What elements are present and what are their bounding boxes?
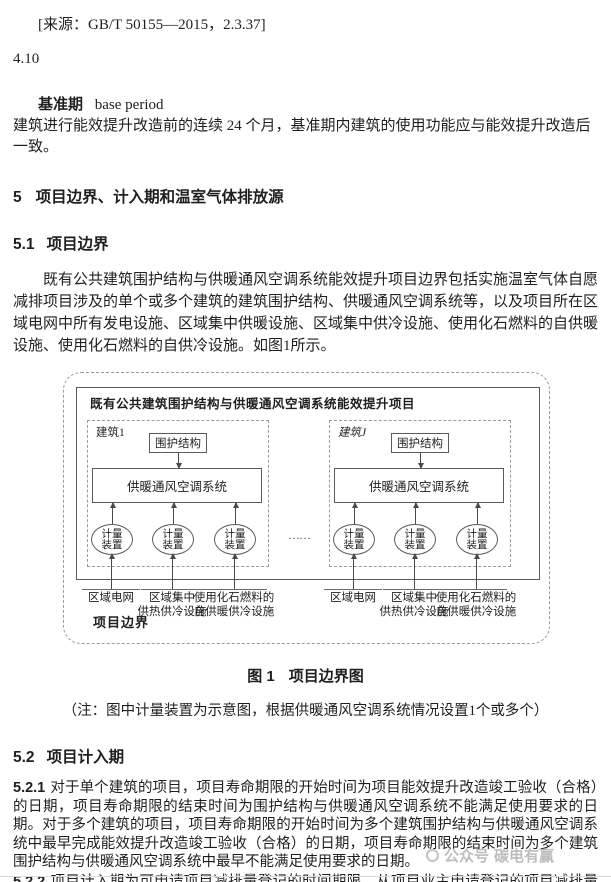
source-bar bbox=[324, 589, 382, 590]
arrow-down-connector bbox=[417, 453, 424, 469]
building-j-label: 建筑J bbox=[338, 427, 367, 439]
section-5-1-title: 项目边界 bbox=[46, 236, 109, 253]
source-feed-arrow bbox=[473, 553, 480, 589]
meter-device-label: 计量装置 bbox=[343, 528, 365, 551]
clause-5-2-1-text: 对于单个建筑的项目，项目寿命期限的开始时间为项目能效提升改造竣工验收（合格）的日… bbox=[13, 780, 598, 870]
project-boundary-diagram: 既有公共建筑围护结构与供暖通风空调系统能效提升项目 建筑1 围护结构 供暖通风空… bbox=[63, 372, 550, 644]
term-source-reference: [来源：GB/T 50155—2015，2.3.37] bbox=[38, 17, 266, 33]
project-boundary-dashed-outline bbox=[63, 372, 550, 644]
buildings-ellipsis: …… bbox=[288, 528, 311, 542]
meter-device-label: 计量装置 bbox=[466, 528, 488, 551]
section-5-title: 项目边界、计入期和温室气体排放源 bbox=[35, 189, 284, 206]
arrow-up-connector bbox=[232, 502, 239, 524]
source-label-fossil: 使用化石燃料的 自供暖供冷设施 bbox=[193, 592, 275, 618]
building-j-hvac-box: 供暖通风空调系统 bbox=[334, 468, 504, 503]
arrow-down-connector bbox=[175, 453, 182, 469]
source-bar bbox=[203, 589, 267, 590]
source-feed-arrow bbox=[108, 553, 115, 589]
section-5-1-heading: 5.1 项目边界 bbox=[13, 232, 611, 254]
building-j-envelope-box: 围护结构 bbox=[391, 433, 449, 453]
source-bar bbox=[383, 589, 445, 590]
section-5-heading: 5 项目边界、计入期和温室气体排放源 bbox=[13, 185, 611, 207]
arrow-up-connector bbox=[351, 502, 358, 524]
project-box-title: 既有公共建筑围护结构与供暖通风空调系统能效提升项目 bbox=[90, 397, 416, 411]
source-bar bbox=[445, 589, 507, 590]
clause-5-2-1-number: 5.2.1 bbox=[13, 780, 46, 796]
clause-5-2-2-paragraph: 5.2.2 项目计入期为可申请项目减排量登记的时间期限，从项目业主申请登记的项目减… bbox=[13, 873, 598, 882]
meter-device-label: 计量装置 bbox=[224, 528, 246, 551]
source-bar bbox=[82, 589, 140, 590]
source-feed-arrow bbox=[411, 553, 418, 589]
source-feed-arrow bbox=[169, 553, 176, 589]
source-label-grid: 区域电网 bbox=[88, 592, 134, 604]
building-1-envelope-box: 围护结构 bbox=[149, 433, 207, 453]
page-bottom-divider bbox=[0, 876, 611, 877]
meter-device-ellipse: 计量装置 bbox=[91, 524, 133, 555]
project-boundary-paragraph: 既有公共建筑围护结构与供暖通风空调系统能效提升项目边界包括实施温室气体自愿减排项… bbox=[13, 272, 599, 354]
arrow-up-connector bbox=[412, 502, 419, 524]
section-5-number: 5 bbox=[13, 189, 22, 206]
source-bar bbox=[141, 589, 203, 590]
clause-5-2-2-text: 项目计入期为可申请项目减排量登记的时间期限，从项目业主申请登记的项目减排量的产生… bbox=[50, 873, 598, 882]
section-5-2-number: 5.2 bbox=[13, 749, 35, 766]
meter-device-ellipse: 计量装置 bbox=[152, 524, 194, 555]
figure-title: 项目边界图 bbox=[288, 668, 364, 685]
figure-number: 图 1 bbox=[247, 668, 275, 685]
arrow-up-connector bbox=[474, 502, 481, 524]
meter-device-label: 计量装置 bbox=[404, 528, 426, 551]
term-entry: 基准期 base period bbox=[38, 93, 611, 114]
meter-device-ellipse: 计量装置 bbox=[394, 524, 436, 555]
project-solid-box bbox=[76, 387, 540, 580]
term-clause-number: 4.10 bbox=[13, 51, 40, 67]
source-feed-arrow bbox=[231, 553, 238, 589]
clause-5-2-2-number: 5.2.2 bbox=[13, 873, 46, 882]
building-1-box: 建筑1 围护结构 供暖通风空调系统 计量装置 计量装置 计量装置 bbox=[87, 420, 269, 567]
section-5-2-title: 项目计入期 bbox=[46, 749, 125, 766]
source-label-district: 区域集中 供热供冷设施 bbox=[379, 592, 449, 618]
arrow-up-connector bbox=[109, 502, 116, 524]
meter-device-ellipse: 计量装置 bbox=[214, 524, 256, 555]
building-j-box: 建筑J 围护结构 供暖通风空调系统 计量装置 计量装置 计量装置 bbox=[329, 420, 511, 567]
source-label-district: 区域集中 供热供冷设施 bbox=[137, 592, 207, 618]
arrow-up-connector bbox=[170, 502, 177, 524]
building-1-hvac-box: 供暖通风空调系统 bbox=[92, 468, 262, 503]
section-5-1-number: 5.1 bbox=[13, 236, 35, 253]
figure-caption: 图 1 项目边界图 bbox=[0, 665, 611, 686]
source-label-fossil: 使用化石燃料的 自供暖供冷设施 bbox=[435, 592, 517, 618]
section-5-2-heading: 5.2 项目计入期 bbox=[13, 745, 611, 767]
meter-device-label: 计量装置 bbox=[162, 528, 184, 551]
meter-device-label: 计量装置 bbox=[101, 528, 123, 551]
source-label-grid: 区域电网 bbox=[330, 592, 376, 604]
meter-device-ellipse: 计量装置 bbox=[333, 524, 375, 555]
term-definition: 建筑进行能效提升改造前的连续 24 个月，基准期内建筑的使用功能应与能效提升改造… bbox=[13, 118, 591, 155]
building-1-label: 建筑1 bbox=[96, 427, 125, 439]
term-name-en: base period bbox=[94, 97, 164, 113]
term-name-zh: 基准期 bbox=[38, 96, 84, 113]
project-boundary-label: 项目边界 bbox=[93, 615, 150, 630]
figure-note: （注：图中计量装置为示意图，根据供暖通风空调系统情况设置1个或多个） bbox=[62, 703, 549, 719]
meter-device-ellipse: 计量装置 bbox=[456, 524, 498, 555]
source-feed-arrow bbox=[350, 553, 357, 589]
